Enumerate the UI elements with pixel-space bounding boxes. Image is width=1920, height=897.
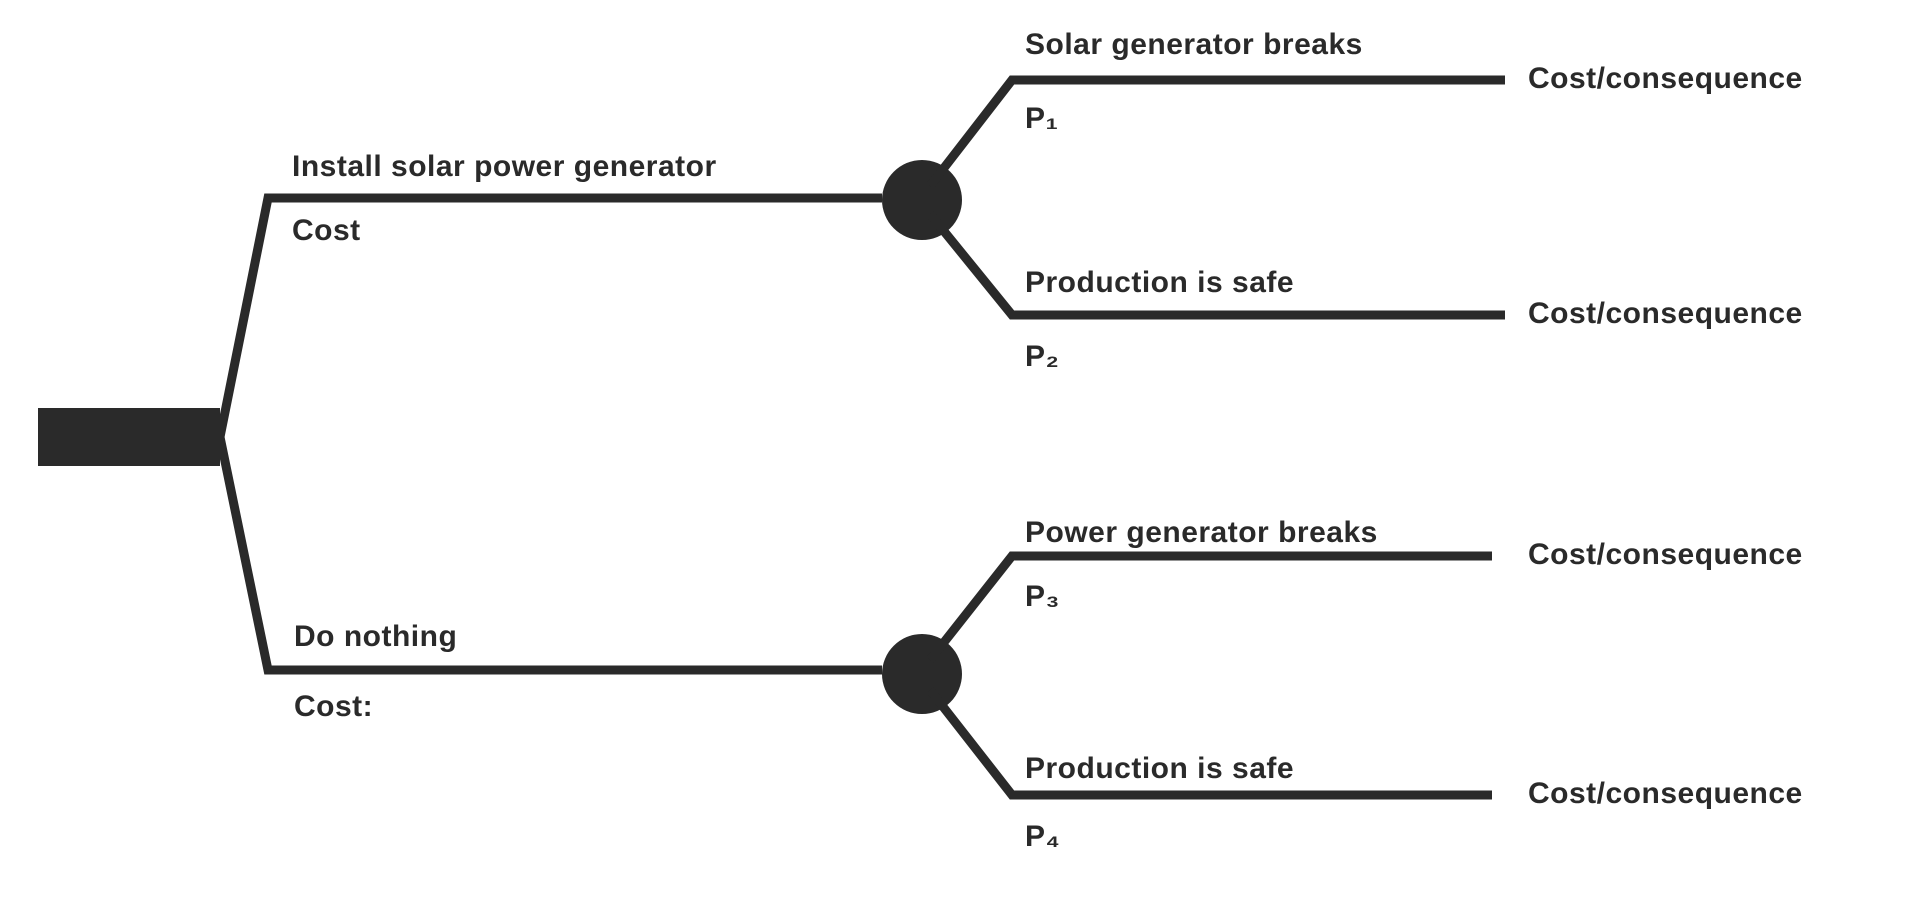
outcome2-consequence: Cost/consequence <box>1528 297 1803 330</box>
branch-install-line <box>215 193 882 438</box>
outcome2-probability: P₂ <box>1025 340 1060 373</box>
outcome1-line <box>926 75 1505 189</box>
branch-do-nothing-label: Do nothing <box>294 620 458 653</box>
branch-do-nothing-cost-label: Cost: <box>294 690 374 723</box>
outcome2-label: Production is safe <box>1025 266 1295 299</box>
outcome1-consequence: Cost/consequence <box>1528 62 1803 95</box>
outcome4-line <box>926 687 1492 800</box>
outcome1-probability: P₁ <box>1025 102 1059 135</box>
outcome3-probability: P₃ <box>1025 580 1060 613</box>
chance-node-top <box>882 160 962 240</box>
outcome4-label: Production is safe <box>1025 752 1295 785</box>
branch-install-label: Install solar power generator <box>292 150 717 183</box>
outcome3-line <box>926 551 1492 663</box>
outcome1-label: Solar generator breaks <box>1025 28 1363 61</box>
outcome3-label: Power generator breaks <box>1025 516 1378 549</box>
outcome4-consequence: Cost/consequence <box>1528 777 1803 810</box>
chance-node-bottom <box>882 634 962 714</box>
outcome2-line <box>926 211 1505 320</box>
outcome3-consequence: Cost/consequence <box>1528 538 1803 571</box>
branch-do-nothing-line <box>215 436 882 675</box>
root-decision-node <box>38 408 220 466</box>
branch-install-cost-label: Cost <box>292 214 361 247</box>
outcome4-probability: P₄ <box>1025 820 1061 853</box>
